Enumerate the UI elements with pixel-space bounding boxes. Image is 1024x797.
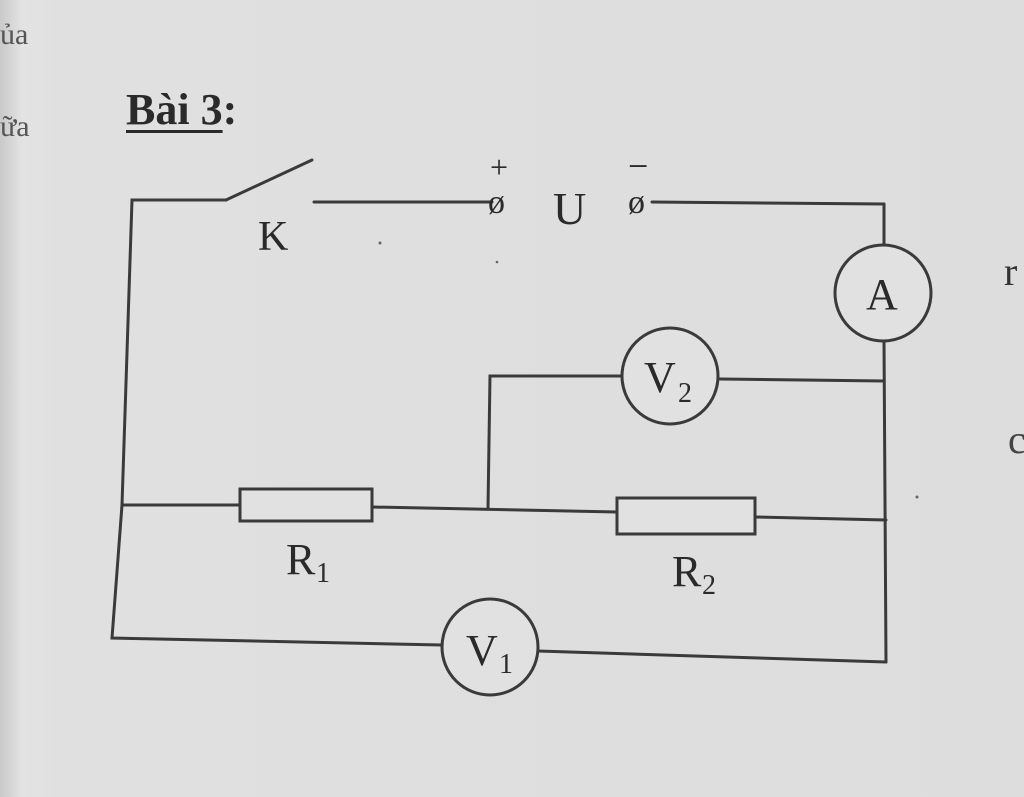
wire-r2-to-right: [753, 515, 888, 522]
wire-v1-right: [536, 649, 888, 664]
right-fragment-1: r: [1004, 249, 1018, 294]
speck-1: [378, 241, 382, 245]
wire-right: [882, 339, 888, 664]
voltmeter-v1-sub: 1: [499, 649, 513, 680]
margin-fragment-1: ủa: [0, 18, 29, 51]
wire-left-bottom: [110, 503, 444, 647]
ammeter: [833, 243, 933, 343]
speck-3: [915, 495, 919, 499]
wire-v2-left: [486, 374, 624, 510]
voltmeter-v2-sub: 2: [678, 378, 692, 409]
resistor-r2-sub: 2: [702, 570, 716, 601]
problem-title-text: Bài 3: [126, 85, 223, 134]
resistor-r2-letter: R: [672, 547, 702, 596]
voltmeter-v1-letter: V: [466, 626, 498, 675]
resistor-r1-sub: 1: [316, 558, 330, 589]
source-terminal-minus: ø: [628, 184, 645, 221]
speck-2: [495, 260, 499, 264]
switch-label: K: [258, 214, 288, 260]
margin-fragment-2: ữa: [0, 110, 30, 143]
problem-title: Bài 3:: [126, 84, 237, 135]
source-label: U: [553, 183, 586, 234]
source-plus: +: [490, 149, 508, 185]
wire-source-to-ammeter: [650, 200, 886, 206]
wire-r1-to-r2: [370, 505, 619, 514]
voltmeter-v2-letter: V: [644, 353, 676, 402]
source-terminal-plus: ø: [488, 184, 505, 221]
resistor-r2: [615, 496, 757, 536]
wire-v2-right: [718, 377, 886, 383]
resistor-r1: [238, 487, 374, 523]
ammeter-label: A: [866, 270, 898, 319]
voltmeter-v1: [440, 597, 540, 697]
voltmeter-v2: [620, 326, 720, 426]
problem-title-colon: :: [222, 85, 238, 134]
right-fragment-2: c: [1008, 417, 1024, 462]
switch-blade: [224, 158, 314, 202]
source-minus: −: [628, 146, 648, 186]
wire-left-top: [120, 198, 228, 507]
resistor-r1-letter: R: [286, 535, 316, 584]
